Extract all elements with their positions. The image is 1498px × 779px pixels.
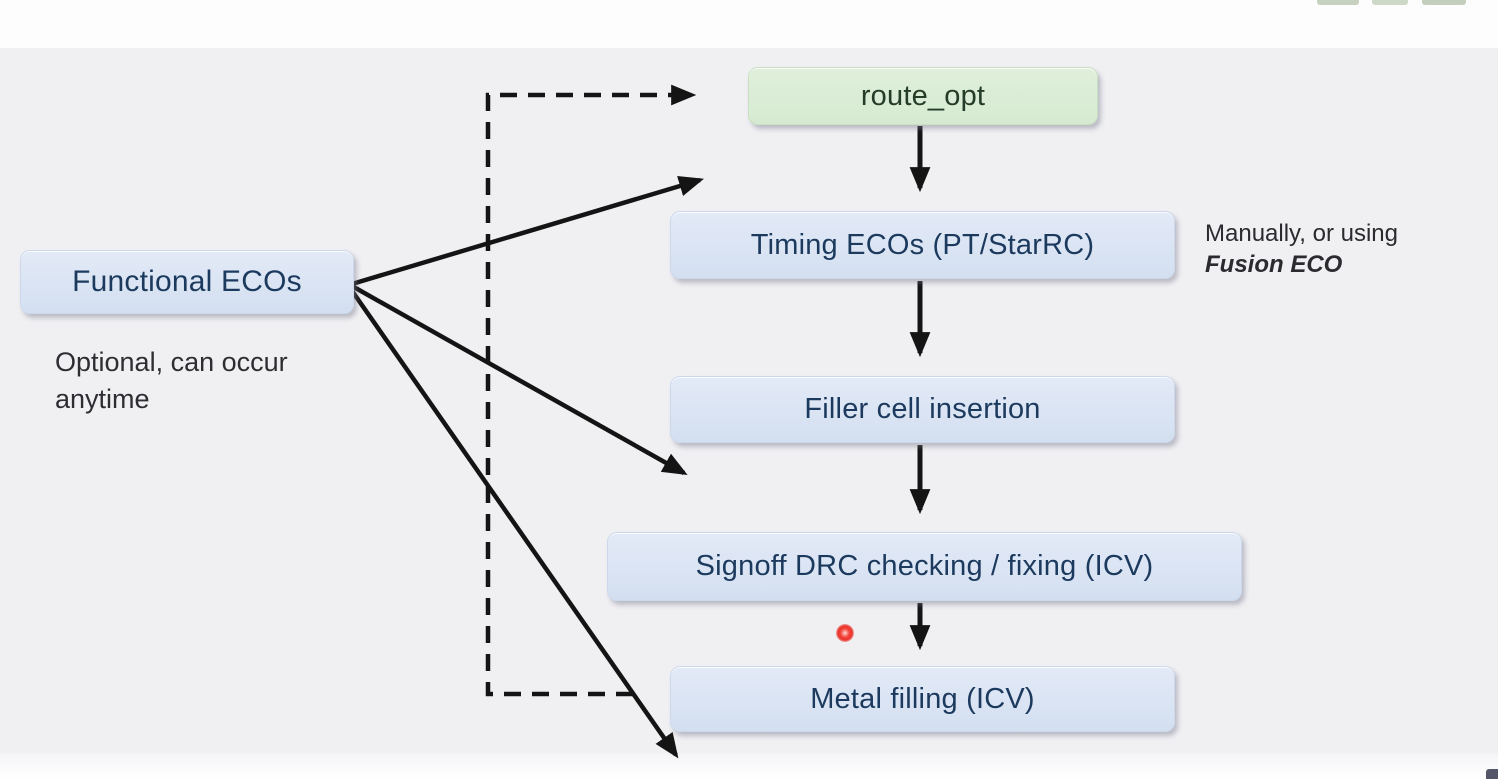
bottom-strip [0, 753, 1498, 779]
logo-fragment [1422, 0, 1466, 5]
node-functional-ecos-label: Functional ECOs [72, 265, 302, 298]
node-metal-filling-label: Metal filling (ICV) [810, 682, 1035, 715]
timing-eco-note-line2: Fusion ECO [1205, 251, 1343, 278]
node-metal-filling: Metal filling (ICV) [670, 666, 1175, 732]
node-functional-ecos: Functional ECOs [20, 250, 354, 314]
functional-eco-note-line2: anytime [55, 384, 150, 414]
node-route-opt: route_opt [748, 67, 1098, 125]
timing-eco-note-line1: Manually, or using [1205, 220, 1398, 247]
node-signoff-drc: Signoff DRC checking / fixing (ICV) [607, 532, 1242, 601]
arrow-functional-to-timing [351, 175, 704, 287]
functional-eco-note: Optional, can occur anytime [55, 344, 365, 418]
node-filler-cell-insertion: Filler cell insertion [670, 376, 1175, 443]
node-filler-cell-insertion-label: Filler cell insertion [804, 393, 1041, 425]
top-strip [0, 0, 1498, 48]
node-signoff-drc-label: Signoff DRC checking / fixing (ICV) [695, 550, 1154, 582]
arrow-functional-to-signoff [350, 284, 688, 476]
node-route-opt-label: route_opt [860, 79, 986, 112]
node-timing-ecos: Timing ECOs (PT/StarRC) [670, 211, 1175, 279]
dashed-loopback-to-routeopt [485, 84, 697, 697]
node-timing-ecos-label: Timing ECOs (PT/StarRC) [750, 228, 1095, 261]
logo-fragment [1317, 0, 1359, 5]
logo-fragment [1372, 0, 1408, 5]
arrow-functional-to-bottom [348, 286, 679, 759]
functional-eco-note-line1: Optional, can occur [55, 347, 288, 377]
timing-eco-note: Manually, or using Fusion ECO [1205, 218, 1475, 280]
laser-pointer-dot [836, 624, 854, 642]
corner-artifact [1486, 769, 1498, 779]
